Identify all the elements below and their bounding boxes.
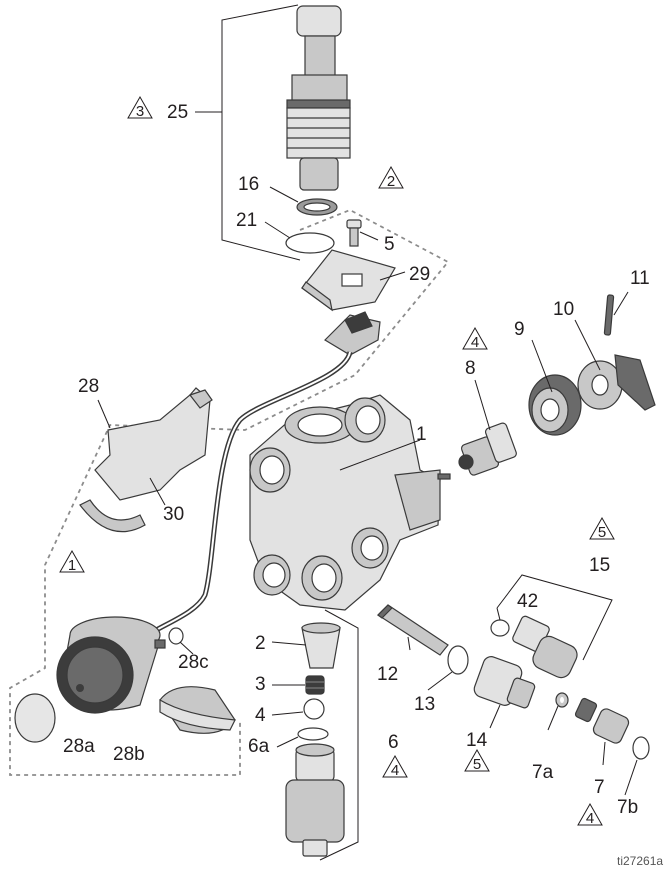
svg-text:5: 5 <box>598 524 606 541</box>
figure-id: ti27261a <box>617 854 663 868</box>
part-6a-oring <box>297 727 329 741</box>
part-14-fitting <box>473 656 536 709</box>
note-triangle-5-a: 5 <box>589 516 615 541</box>
svg-text:4: 4 <box>391 762 399 779</box>
bracket-25 <box>221 4 301 261</box>
label-3: 3 <box>255 674 266 695</box>
label-13: 13 <box>414 694 435 715</box>
part-15-valve <box>512 615 578 679</box>
note-triangle-3: 3 <box>127 95 153 120</box>
note-triangle-4-a: 4 <box>462 326 488 351</box>
label-25: 25 <box>167 102 188 123</box>
part-11-pin <box>603 294 615 336</box>
part-30-bracket <box>79 387 213 533</box>
note-triangle-5-b: 5 <box>464 748 490 773</box>
label-10: 10 <box>553 299 574 320</box>
part-25-cartridge <box>286 5 351 191</box>
svg-text:4: 4 <box>471 334 479 351</box>
part-5-screw <box>346 219 362 247</box>
part-28b-sleeve <box>159 686 236 734</box>
part-1-manifold <box>249 394 451 611</box>
part-7-plug <box>574 697 630 744</box>
part-28-canister <box>56 616 166 714</box>
note-triangle-2: 2 <box>378 165 404 190</box>
part-28a-disc <box>14 693 56 743</box>
part-12-tube <box>377 604 449 656</box>
svg-text:5: 5 <box>473 756 481 773</box>
svg-text:2: 2 <box>387 173 395 190</box>
sensor-connector <box>324 311 381 356</box>
label-42: 42 <box>517 591 538 612</box>
part-13-oring <box>447 645 469 675</box>
part-10-lever <box>577 354 656 411</box>
label-29: 29 <box>409 264 430 285</box>
label-7a: 7a <box>532 762 554 783</box>
leader-lines <box>97 111 638 796</box>
note-triangle-4-c: 4 <box>577 802 603 827</box>
label-6: 6 <box>388 732 399 753</box>
label-15: 15 <box>589 555 610 576</box>
label-1: 1 <box>416 424 427 445</box>
dashed-group-outline <box>9 209 450 776</box>
svg-text:4: 4 <box>586 810 594 827</box>
part-6-housing <box>285 743 345 857</box>
label-30: 30 <box>163 504 184 525</box>
part-7b-oring <box>632 736 650 760</box>
part-9-nut <box>528 374 582 436</box>
label-4: 4 <box>255 705 266 726</box>
bracket-15 <box>496 574 613 661</box>
label-14: 14 <box>466 730 488 751</box>
label-21: 21 <box>236 210 257 231</box>
svg-text:1: 1 <box>68 557 76 574</box>
label-28a: 28a <box>63 736 95 757</box>
label-16: 16 <box>238 174 259 195</box>
part-21-oring <box>285 232 335 254</box>
part-29-plate <box>301 249 396 312</box>
part-2-guide <box>301 622 341 669</box>
label-5: 5 <box>384 234 395 255</box>
label-7b: 7b <box>617 797 638 818</box>
label-11: 11 <box>630 268 650 289</box>
label-6a: 6a <box>248 736 270 757</box>
note-triangle-4-b: 4 <box>382 754 408 779</box>
label-28c: 28c <box>178 652 209 673</box>
svg-text:3: 3 <box>136 103 144 120</box>
note-triangle-1: 1 <box>59 549 85 574</box>
part-7a-hole <box>560 697 564 703</box>
label-7: 7 <box>594 777 605 798</box>
part-4-ball <box>303 698 325 720</box>
label-2: 2 <box>255 633 266 654</box>
part-28c-oring <box>168 627 184 645</box>
label-28: 28 <box>78 376 99 397</box>
label-8: 8 <box>465 358 476 379</box>
label-12: 12 <box>377 664 398 685</box>
label-28b: 28b <box>113 744 145 765</box>
bracket-6 <box>319 609 359 861</box>
label-9: 9 <box>514 319 525 340</box>
part-8-fitting <box>458 422 517 476</box>
part-42-oring <box>490 619 510 637</box>
part-3-spring <box>305 675 325 695</box>
part-16-ring-inner <box>303 202 331 212</box>
